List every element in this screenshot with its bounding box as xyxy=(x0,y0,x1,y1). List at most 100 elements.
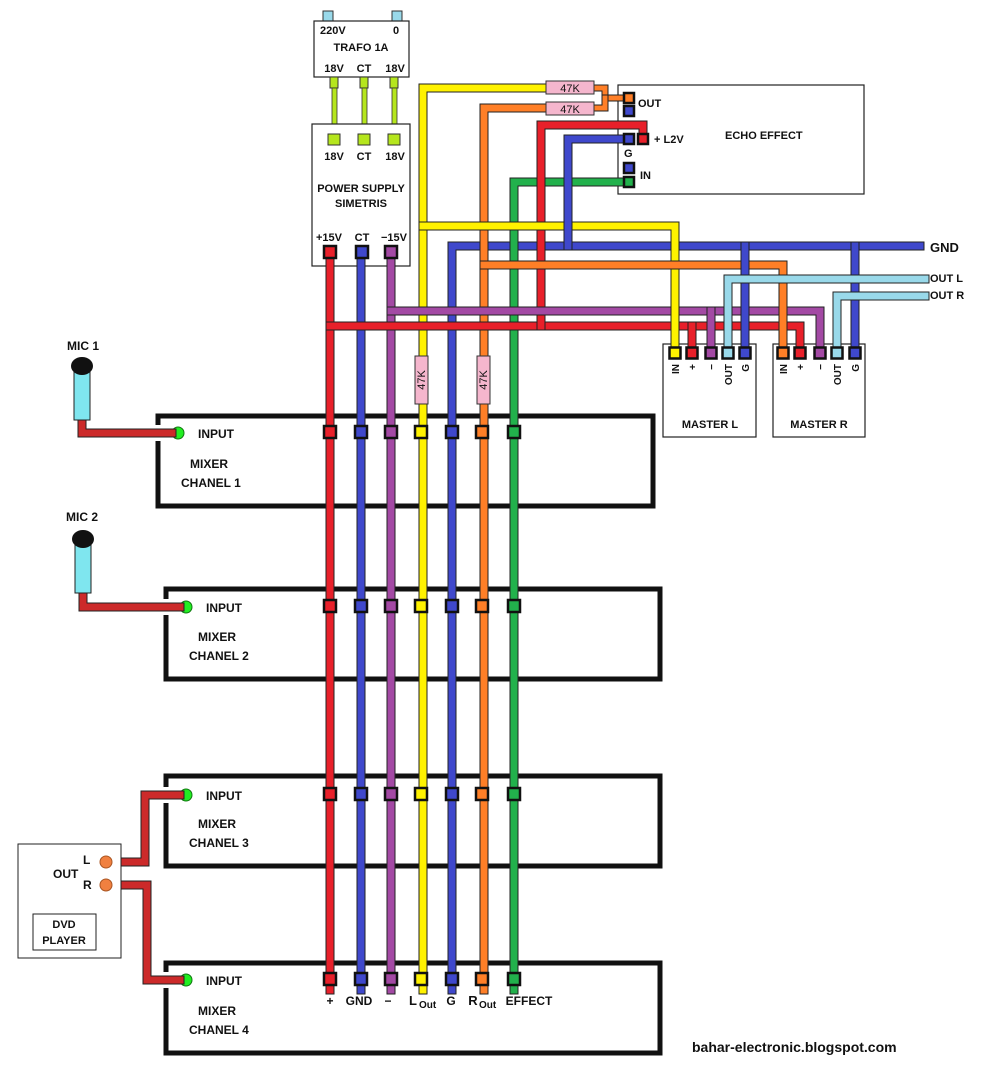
mixer-box xyxy=(163,586,663,682)
wire-dvd-r xyxy=(102,880,185,985)
psu-out-minus15: −15V xyxy=(381,232,408,244)
mixer-box xyxy=(155,413,656,509)
mixer-3-pin-g xyxy=(444,786,460,802)
mixer-2-pin-lout xyxy=(413,598,429,614)
echo-pin-out-gnd xyxy=(622,104,636,118)
dvd-jack-r-icon xyxy=(99,878,113,892)
mixer-title-line1: MIXER xyxy=(198,817,236,831)
mixer-3-pin-plus xyxy=(322,786,338,802)
resistor-lout: 47K xyxy=(414,355,429,405)
master-pin-label: + xyxy=(688,364,699,370)
master-pin-label: IN xyxy=(671,364,682,374)
mixer-title-line1: MIXER xyxy=(190,457,228,471)
mixer-input-label: INPUT xyxy=(198,427,235,441)
echo-pin-in xyxy=(622,175,636,189)
mic-1-label: MIC 1 xyxy=(67,339,99,353)
wire-l-out xyxy=(418,83,553,995)
bus-label-lout-sub: Out xyxy=(419,1000,437,1011)
power-supply: 18V CT 18V POWER SUPPLY SIMETRIS +15V CT… xyxy=(311,123,411,267)
mixer-input-label: INPUT xyxy=(206,601,243,615)
mixer-2-pin-gnd xyxy=(353,598,369,614)
echo-pin-supply xyxy=(636,132,650,146)
bus-label-plus: + xyxy=(326,994,333,1008)
resistor-echo-l: 47K xyxy=(545,80,595,95)
master-pin-label: + xyxy=(796,364,807,370)
mixer-4-pin-rout xyxy=(474,971,490,987)
wire-effect-in xyxy=(509,177,633,995)
mixer-2-pin-g xyxy=(444,598,460,614)
wire-mic-2 xyxy=(78,588,185,612)
psu-pin-minus15 xyxy=(383,244,399,260)
mic-1: MIC 1 xyxy=(67,339,99,421)
echo-effect: ECHO EFFECT OUT G IN + L2V xyxy=(617,84,865,195)
mixer-input-label: INPUT xyxy=(206,789,243,803)
mixer-1-pin-minus xyxy=(383,424,399,440)
mixer-title-line1: MIXER xyxy=(198,630,236,644)
mixer-title-line1: MIXER xyxy=(198,1004,236,1018)
trafo-box xyxy=(313,20,410,78)
mixer-2-pin-rout xyxy=(474,598,490,614)
footer-url: bahar-electronic.blogspot.com xyxy=(692,1039,897,1055)
dvd-jack-l-icon xyxy=(99,855,113,869)
mixer-channel-3: INPUT MIXER CHANEL 3 xyxy=(163,773,663,869)
psu-in-18v-a: 18V xyxy=(324,151,344,163)
psu-in-ct: CT xyxy=(357,151,372,163)
trafo-terminal-220v xyxy=(322,10,334,23)
mixer-title-line2: CHANEL 3 xyxy=(189,836,249,850)
mixer-2-pin-effect xyxy=(506,598,522,614)
master-l-pin-2 xyxy=(704,346,718,360)
master-pin-label: − xyxy=(707,364,718,370)
out-r-label: OUT R xyxy=(930,290,964,302)
master-r-pin-2 xyxy=(813,346,827,360)
mixer-1-pin-rout xyxy=(474,424,490,440)
mixer-1-pin-g xyxy=(444,424,460,440)
psu-pin-plus15 xyxy=(322,244,338,260)
master-pin-label: − xyxy=(816,364,827,370)
master-pin-label: G xyxy=(741,364,752,372)
mixer-box xyxy=(163,773,663,869)
wire-echo-out-b xyxy=(590,94,609,112)
psu-out-plus15: +15V xyxy=(316,232,343,244)
echo-box xyxy=(617,84,865,195)
trafo-label-0: 0 xyxy=(393,25,399,37)
echo-in-label: IN xyxy=(640,170,651,182)
svg-text:47K: 47K xyxy=(560,104,580,116)
mic-2-head xyxy=(72,530,94,548)
wire-mic-1 xyxy=(77,415,177,438)
mixer-4-pin-effect xyxy=(506,971,522,987)
bus-label-minus: − xyxy=(384,994,391,1008)
echo-g-label: G xyxy=(624,148,633,160)
bus-label-gnd: GND xyxy=(346,994,373,1008)
svg-text:47K: 47K xyxy=(478,370,490,390)
dvd-title-line1: DVD xyxy=(52,919,75,931)
bus-label-g: G xyxy=(446,994,455,1008)
psu-title-line2: SIMETRIS xyxy=(335,198,387,210)
master-pin-label: OUT xyxy=(724,364,735,385)
master-r-title: MASTER R xyxy=(790,419,848,431)
mixer-1-pin-gnd xyxy=(353,424,369,440)
trafo-out-18v-a: 18V xyxy=(324,63,344,75)
wire-r-out xyxy=(479,103,553,995)
wire-plus-bus-masters xyxy=(325,321,805,357)
dvd-out-label: OUT xyxy=(53,867,79,881)
echo-title: ECHO EFFECT xyxy=(725,130,803,142)
mixer-1-pin-lout xyxy=(413,424,429,440)
master-pin-label: IN xyxy=(779,364,790,374)
wire-out-r xyxy=(832,291,930,357)
echo-pin-out xyxy=(622,91,636,105)
wires xyxy=(77,83,930,995)
master-l-pin-4 xyxy=(738,346,752,360)
mixer-1-pin-effect xyxy=(506,424,522,440)
master-l-pin-0 xyxy=(668,346,682,360)
mixer-title-line2: CHANEL 4 xyxy=(189,1023,249,1037)
mic-2-label: MIC 2 xyxy=(66,510,98,524)
mixer-3-pin-lout xyxy=(413,786,429,802)
trafo-out-18v-b: 18V xyxy=(385,63,405,75)
master-l-pin-1 xyxy=(685,346,699,360)
master-r-pin-1 xyxy=(793,346,807,360)
